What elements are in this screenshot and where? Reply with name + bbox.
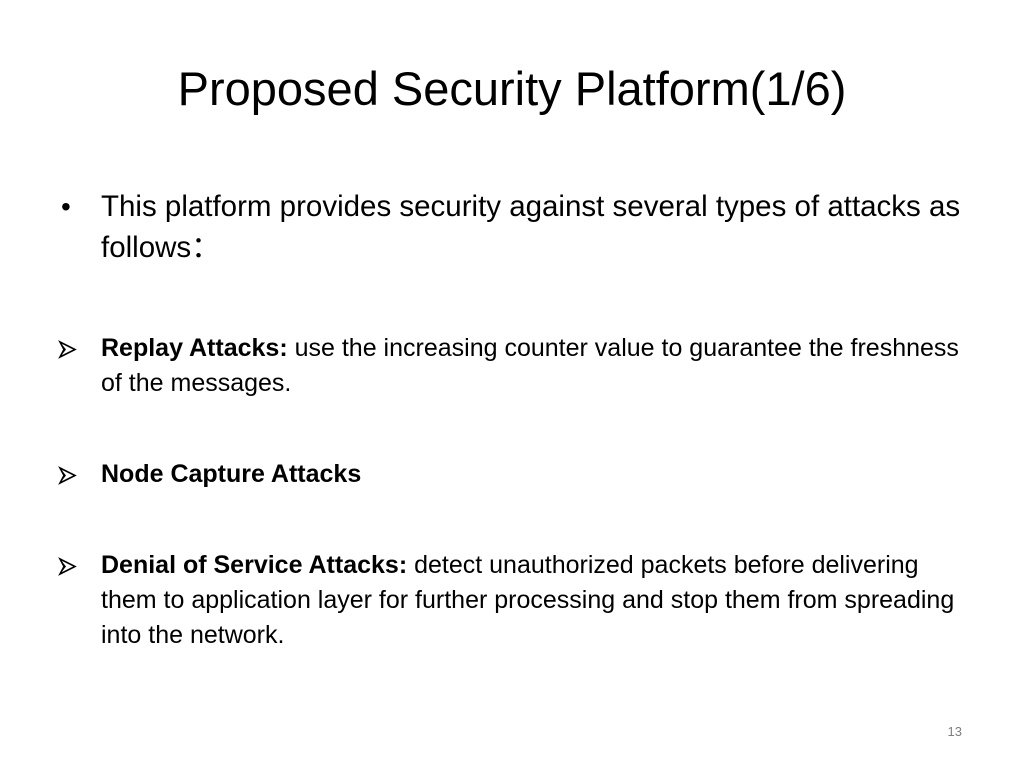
arrow-bullet-icon bbox=[57, 331, 101, 369]
attack-item-description: detect unauthorized packets before deliv… bbox=[101, 551, 955, 649]
arrow-bullet-icon bbox=[57, 457, 101, 495]
intro-bullet-text: This platform provides security against … bbox=[101, 190, 961, 264]
attack-item-description: use the increasing counter value to guar… bbox=[101, 334, 959, 397]
attack-item-text: Replay Attacks: use the increasing count… bbox=[101, 331, 971, 401]
bullet-dot-icon: • bbox=[61, 191, 71, 222]
slide-title: Proposed Security Platform(1/6) bbox=[177, 62, 847, 115]
page-number: 13 bbox=[947, 724, 962, 739]
attack-item-node-capture: Node Capture Attacks bbox=[57, 457, 971, 495]
attack-item-dos: Denial of Service Attacks: detect unauth… bbox=[57, 548, 971, 653]
attack-item-heading: Denial of Service Attacks: bbox=[101, 551, 408, 579]
attack-item-heading: Node Capture Attacks bbox=[101, 460, 362, 488]
intro-bullet: • This platform provides security agains… bbox=[57, 186, 971, 268]
arrow-bullet-icon bbox=[57, 548, 101, 586]
attack-item-replay: Replay Attacks: use the increasing count… bbox=[57, 331, 971, 401]
attack-item-heading: Replay Attacks: bbox=[101, 334, 288, 362]
attack-item-text: Denial of Service Attacks: detect unauth… bbox=[101, 548, 971, 653]
attack-item-text: Node Capture Attacks bbox=[101, 457, 971, 492]
